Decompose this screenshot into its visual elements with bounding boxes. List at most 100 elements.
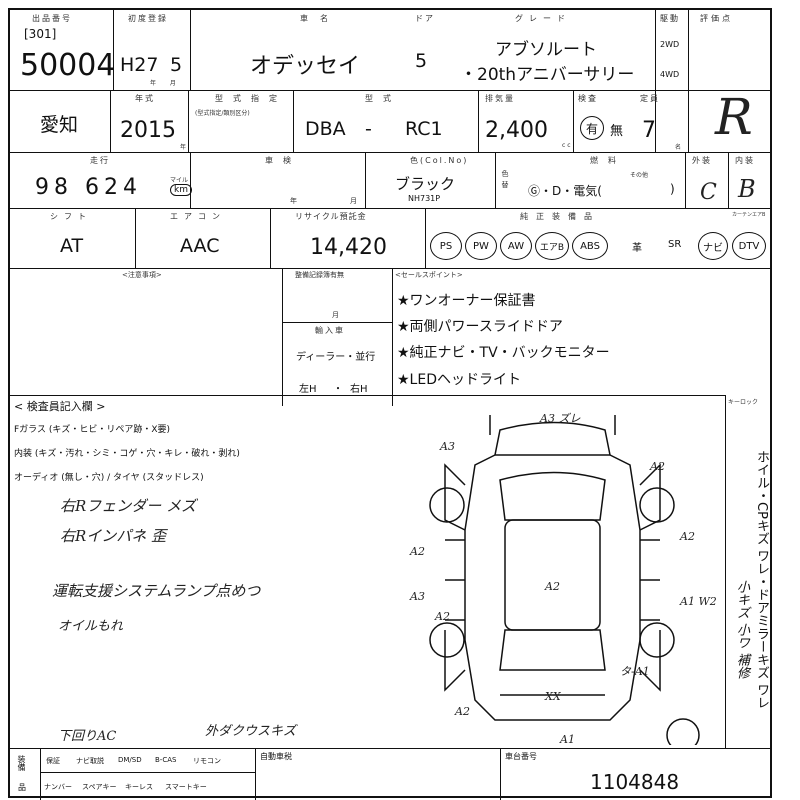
inspection-have: 有 xyxy=(580,116,604,140)
sales-point-4: ★LEDヘッドライト xyxy=(397,372,521,388)
color-change: 色替 xyxy=(501,170,509,192)
color-name: ブラック xyxy=(395,175,456,193)
drive-4wd: 4WD xyxy=(660,70,680,79)
sales-point-3: ★純正ナビ・TV・バックモニター xyxy=(397,345,610,361)
fuel-options: Ⓖ・D・電気( xyxy=(528,184,602,198)
displacement-value: 2,400 xyxy=(485,118,548,143)
aircon-label: エアコン xyxy=(170,212,226,221)
type-designation-label: 型式指定 xyxy=(215,94,287,103)
inspection-none: 無 xyxy=(610,124,624,139)
car-name: オデッセイ xyxy=(250,54,361,79)
shaken-year-unit: 年 xyxy=(290,197,299,205)
model-label: 型式 xyxy=(365,94,401,103)
options-extra: カーテンエアB xyxy=(732,212,766,218)
equip-dtv: DTV xyxy=(732,232,766,260)
year-label: 年式 xyxy=(135,94,155,103)
footer-r1-4: リモコン xyxy=(193,757,221,765)
fuel-other: その他 xyxy=(630,172,649,179)
dealer-parallel: ディーラー・並行 xyxy=(296,352,376,363)
mileage-unit-top: マイル xyxy=(170,177,189,184)
grade-line2: ・20thアニバーサリー xyxy=(460,65,635,85)
tax-label: 自動車税 xyxy=(260,752,292,761)
doors-label: ドア xyxy=(415,14,435,23)
year-value: 2015 xyxy=(120,118,176,143)
displacement-label: 排気量 xyxy=(485,94,515,103)
right-vertical-text2: 小キズ 小ワ 補修 xyxy=(734,580,749,680)
auction-sheet: 出品番号 [301] 50004 初度登録 H27 5 年 月 車名 オデッセイ… xyxy=(8,8,772,800)
inspection-label: 検査 xyxy=(578,94,598,103)
fuel-close: ) xyxy=(670,182,675,196)
shift-value: AT xyxy=(60,235,84,257)
exterior-grade: C xyxy=(700,180,717,205)
dealer-record-month: 月 xyxy=(332,311,341,319)
inspector-line-glass: Fガラス (キズ・ヒビ・リペア跡・X要) xyxy=(14,425,171,435)
diagram-mark-front: A3 ズレ xyxy=(539,412,580,425)
region: 愛知 xyxy=(40,114,79,136)
capacity-unit: 名 xyxy=(675,144,684,151)
handle-dot: ・ xyxy=(333,384,343,395)
interior-grade: B xyxy=(738,175,756,203)
recycle-fee: 14,420 xyxy=(310,235,387,260)
sales-point-1: ★ワンオーナー保証書 xyxy=(397,293,536,309)
color-label: 色(Col.No) xyxy=(410,156,469,165)
lot-number: 50004 xyxy=(20,48,116,83)
auction-no-label: 出品番号 xyxy=(32,14,72,23)
diagram-mark-11: A2 xyxy=(454,705,470,718)
recycle-label: リサイクル預託金 xyxy=(295,212,367,221)
mileage-unit-km: km xyxy=(170,184,192,196)
shaken-label: 車検 xyxy=(265,156,301,165)
chassis-label: 車台番号 xyxy=(505,752,537,761)
handle-left: 左H xyxy=(299,384,317,395)
footer-r2-2: キーレス xyxy=(125,783,153,791)
drive-2wd: 2WD xyxy=(660,40,680,49)
equip-navi: ナビ xyxy=(698,232,728,260)
first-reg-unit: 年 月 xyxy=(150,80,182,87)
footer-side-bottom: 品 xyxy=(18,783,26,792)
footer-r2-0: ナンバー xyxy=(44,783,72,791)
footer-r1-2: DM/SD xyxy=(118,756,142,764)
model-code: RC1 xyxy=(405,118,443,140)
mileage-label: 走行 xyxy=(90,156,110,165)
hand-note-2: 右Rインパネ 歪 xyxy=(60,527,167,545)
lot-code: [301] xyxy=(24,27,57,41)
model-prefix: DBA xyxy=(305,118,346,140)
diagram-mark-2: A2 xyxy=(649,460,665,473)
capacity-value: 7 xyxy=(642,118,656,143)
handle-right: 右H xyxy=(350,384,368,395)
type-designation-hint: (型式指定/類別区分) xyxy=(195,110,250,117)
score-label: 評価点 xyxy=(700,14,733,23)
inspector-line-audio: オーディオ (無し・穴) / タイヤ (スタッドレス) xyxy=(14,473,204,483)
diagram-mark-10: XX xyxy=(544,690,562,703)
equip-aw: AW xyxy=(500,232,532,260)
equip-pw: PW xyxy=(465,232,497,260)
equip-ps: PS xyxy=(430,232,462,260)
car-diagram: A3 ズレ A3 A2 A2 A2 A2 A2 A3 A1 W2 タ-A1 XX… xyxy=(409,412,717,745)
hand-note-4: オイルもれ xyxy=(58,619,124,634)
equip-sr: SR xyxy=(668,239,682,250)
first-reg-month: 5 xyxy=(170,54,183,76)
exterior-label: 外装 xyxy=(692,156,712,165)
color-code: NH731P xyxy=(408,194,441,203)
mileage-value: 98 624 xyxy=(35,175,142,200)
options-label: 純正装備品 xyxy=(520,212,600,221)
diagram-mark-9: タ-A1 xyxy=(620,665,650,678)
footer-r2-3: スマートキー xyxy=(165,783,207,791)
notes-label: <注意事項> xyxy=(122,271,162,279)
diagram-mark-5: A2 xyxy=(544,580,560,593)
drive-label: 駆動 xyxy=(660,14,680,23)
inspector-line-interior: 内装 (キズ・汚れ・シミ・コゲ・穴・キレ・破れ・剥れ) xyxy=(14,449,240,459)
hand-note-6: 外ダクウスキズ xyxy=(205,724,297,739)
equip-leather: 革 xyxy=(632,243,642,254)
first-reg-label: 初度登録 xyxy=(128,14,168,23)
footer-r1-3: B-CAS xyxy=(155,756,177,764)
equip-airbag: エアB xyxy=(535,232,569,260)
footer-side-top: 装備 xyxy=(17,755,26,771)
diagram-mark-12: A1 xyxy=(559,733,575,745)
footer-r1-1: ナビ取説 xyxy=(76,757,104,765)
grade-line1: アブソルート xyxy=(495,40,597,60)
shift-label: シフト xyxy=(50,212,92,221)
shaken-month-unit: 月 xyxy=(350,197,359,205)
diagram-mark-8: A1 W2 xyxy=(679,595,717,608)
diagram-mark-3: A2 xyxy=(409,545,425,558)
diagram-mark-4: A2 xyxy=(679,530,695,543)
